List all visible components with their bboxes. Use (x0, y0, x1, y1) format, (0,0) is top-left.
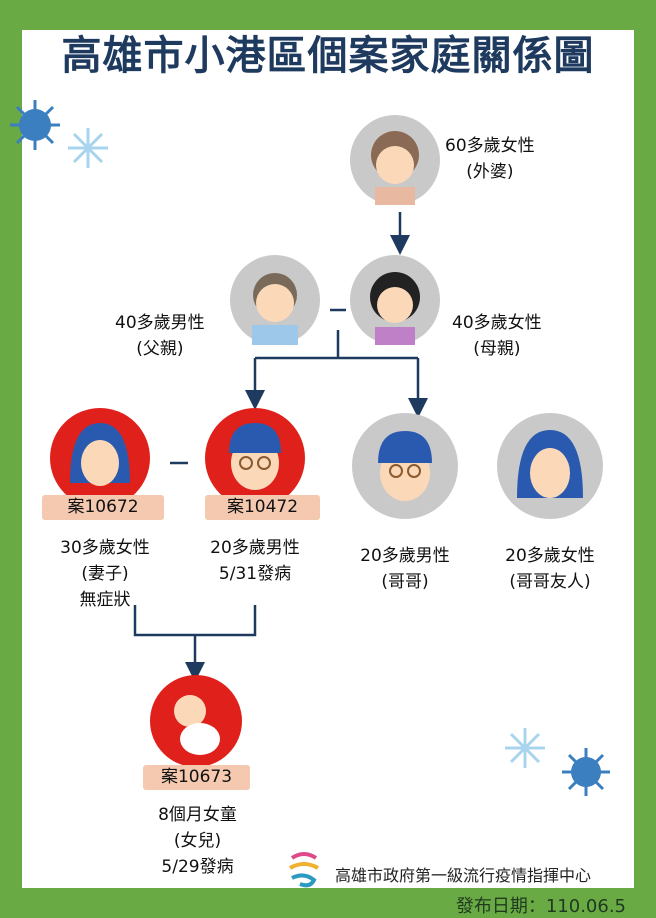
case-badge-10673: 案10673 (143, 765, 250, 790)
virus-icon (562, 748, 610, 796)
father-label: 40多歲男性(父親) (115, 313, 205, 359)
wife-avatar (50, 408, 150, 508)
kaohsiung-logo (289, 852, 319, 888)
daughter-avatar (150, 675, 242, 767)
organization-name: 高雄市政府第一級流行疫情指揮中心 (335, 866, 592, 885)
page-title: 高雄市小港區個案家庭關係圖 (61, 33, 595, 79)
case-badge-10672: 案10672 (42, 495, 164, 520)
virus-icon (10, 100, 60, 150)
mother-avatar (350, 255, 440, 345)
brother-label: 20多歲男性(哥哥) (360, 546, 450, 592)
father-avatar (230, 255, 320, 345)
case-badge-10472: 案10472 (205, 495, 320, 520)
release-date: 發布日期：110.06.5 (455, 896, 626, 917)
brother-avatar (352, 413, 458, 519)
brother-friend-avatar (497, 413, 603, 519)
grandmother-label: 60多歲女性(外婆) (445, 136, 535, 182)
daughter-label: 8個月女童(女兒)5/29發病 (158, 805, 237, 877)
husband-avatar (205, 408, 305, 508)
wife-label: 30多歲女性(妻子)無症狀 (60, 538, 150, 610)
grandmother-avatar (350, 115, 440, 205)
snowflake-icon (505, 728, 545, 768)
snowflake-icon (68, 128, 108, 168)
mother-label: 40多歲女性(母親) (452, 313, 542, 359)
brother-friend-label: 20多歲女性(哥哥友人) (505, 546, 595, 592)
